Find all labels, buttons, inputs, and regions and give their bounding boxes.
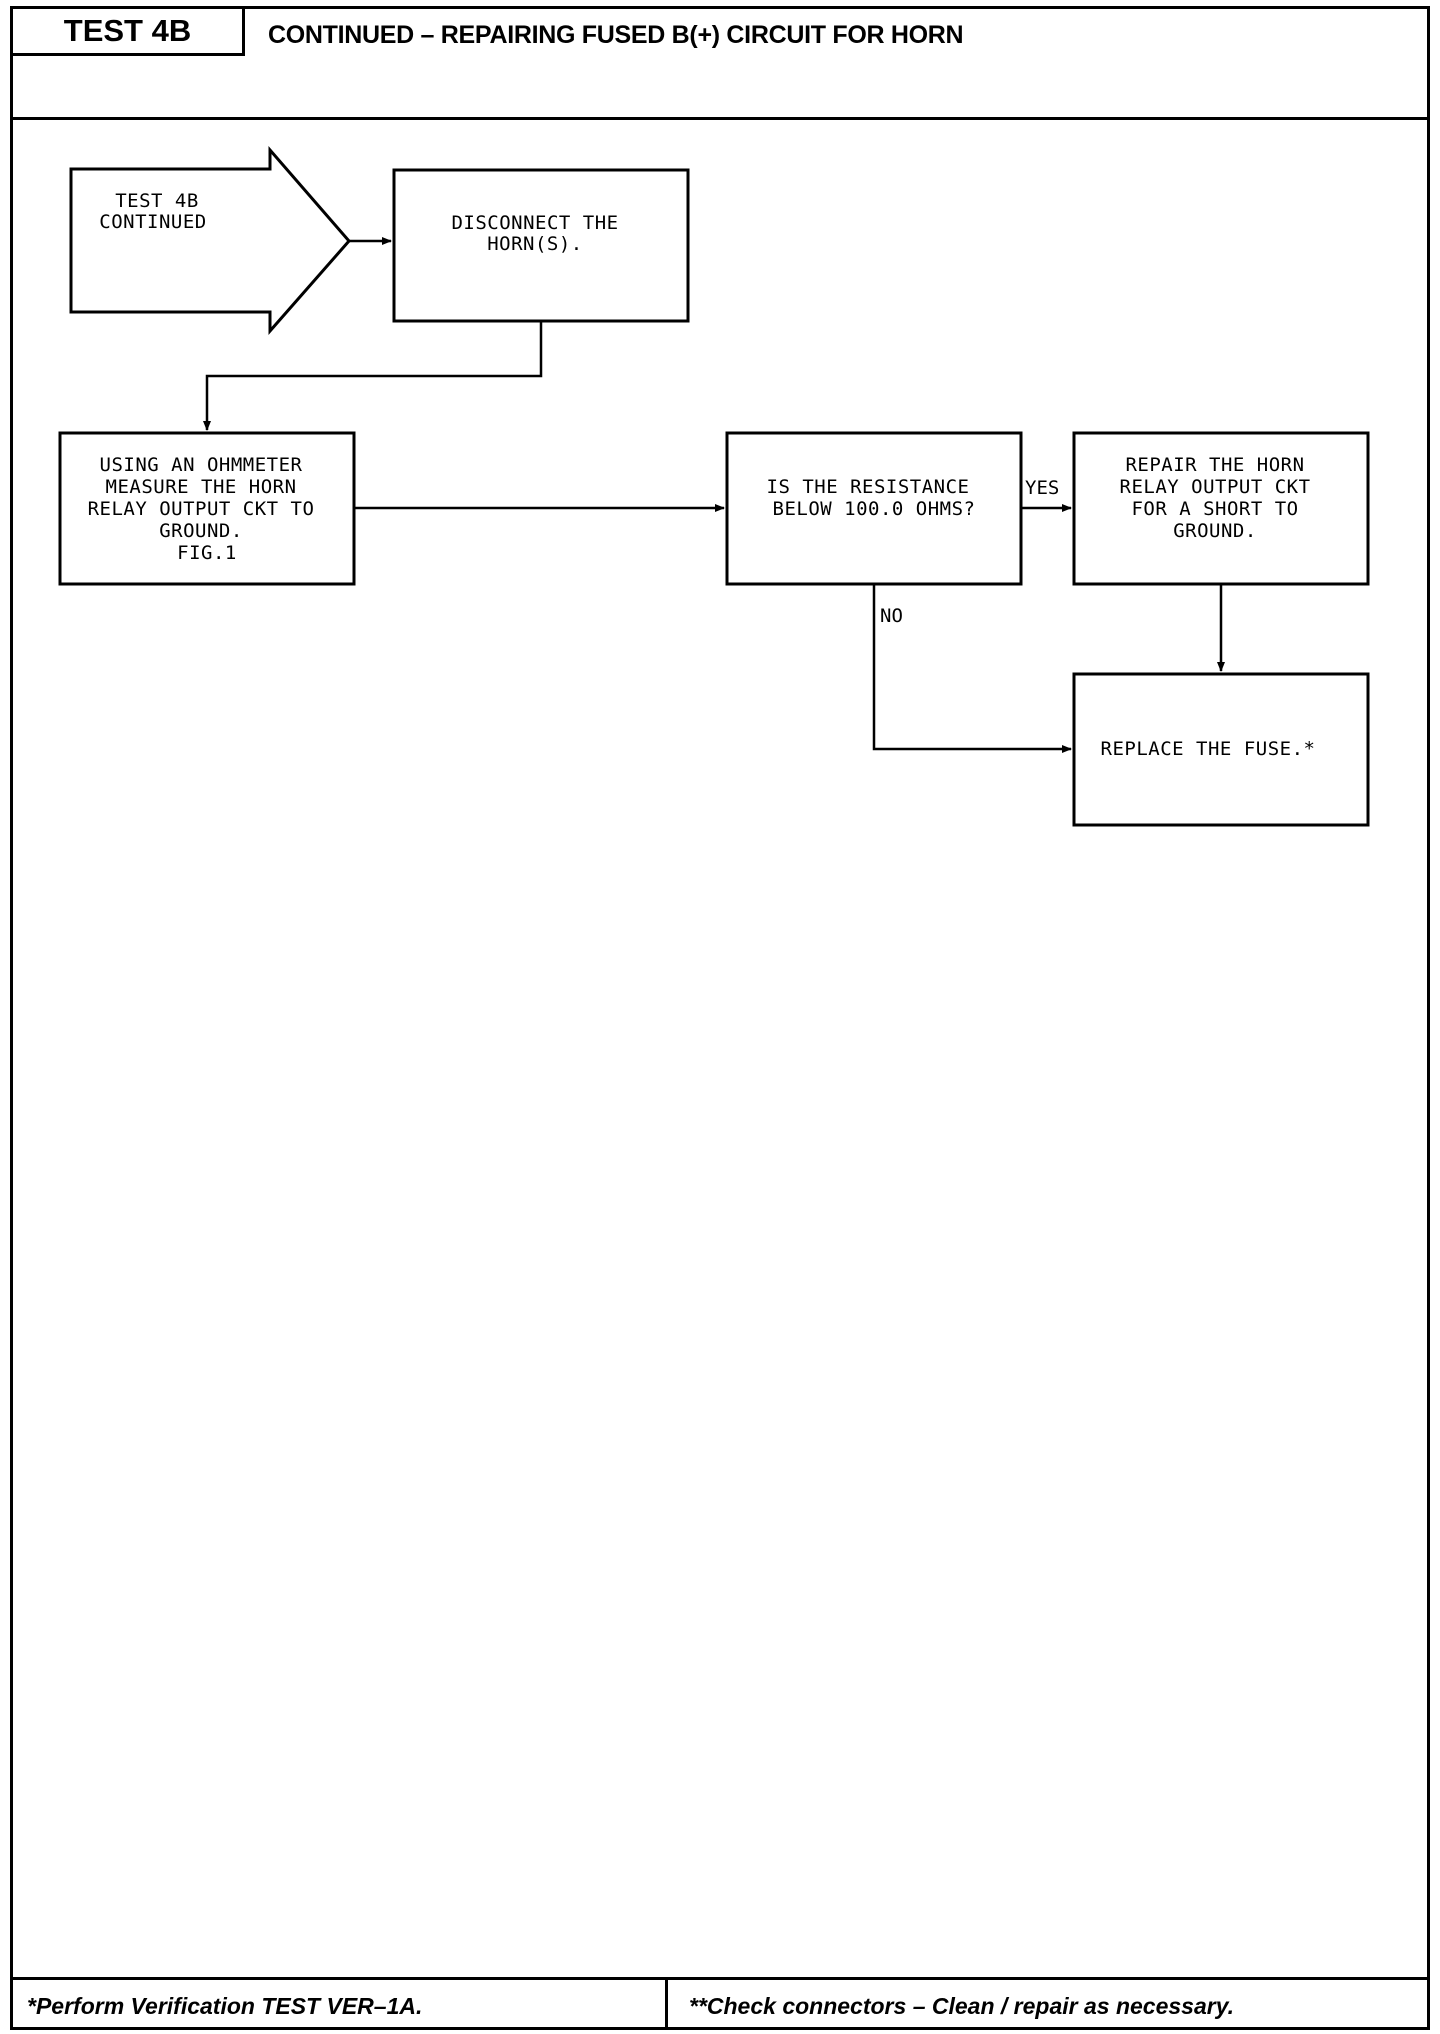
decision-line-2: BELOW 100.0 OHMS? bbox=[773, 498, 976, 520]
measure-line-4: GROUND. bbox=[159, 520, 243, 542]
verification-footnote: *Perform Verification TEST VER–1A. bbox=[27, 1993, 423, 2019]
svg-text:TEST 4B CONTINUED: TEST 4B CONTINUED bbox=[99, 190, 210, 233]
decision-line-1: IS THE RESISTANCE bbox=[767, 476, 970, 498]
repair-line-4: GROUND. bbox=[1173, 520, 1257, 542]
arrow-disconnect-to-measure bbox=[203, 321, 543, 431]
yes-label: YES bbox=[1025, 477, 1059, 499]
replace-fuse-text: REPLACE THE FUSE.* bbox=[1101, 738, 1316, 760]
footer-divider bbox=[665, 1980, 668, 2027]
header-divider bbox=[13, 117, 1427, 120]
resistance-decision-box: IS THE RESISTANCE BELOW 100.0 OHMS? bbox=[725, 431, 1023, 586]
svg-text:USING AN OHMMETER MEAS: USING AN OHMMETER MEASURE THE HORN RELAY… bbox=[88, 454, 327, 564]
measure-line-5: FIG.1 bbox=[177, 542, 237, 564]
measure-line-2: MEASURE THE HORN bbox=[106, 476, 297, 498]
flowchart: TEST 4B CONTINUED DISCONNECT THE HORN(S)… bbox=[58, 145, 1370, 827]
start-arrow: TEST 4B CONTINUED bbox=[69, 145, 351, 335]
arrow-no-to-replace bbox=[872, 584, 1072, 753]
no-label: NO bbox=[880, 605, 903, 627]
connectors-footnote: **Check connectors – Clean / repair as n… bbox=[689, 1993, 1235, 2019]
start-arrow-line-2: CONTINUED bbox=[99, 211, 206, 233]
repair-short-box: REPAIR THE HORN RELAY OUTPUT CKT FOR A S… bbox=[1072, 431, 1370, 586]
page-title: CONTINUED – REPAIRING FUSED B(+) CIRCUIT… bbox=[268, 21, 964, 49]
repair-line-2: RELAY OUTPUT CKT bbox=[1120, 476, 1311, 498]
disconnect-horn-box: DISCONNECT THE HORN(S). bbox=[392, 168, 690, 323]
measure-line-1: USING AN OHMMETER bbox=[100, 454, 303, 476]
svg-text:DISCONNECT THE HORN(S): DISCONNECT THE HORN(S). bbox=[451, 212, 630, 255]
svg-text:IS THE RESISTANCE BELO: IS THE RESISTANCE BELOW 100.0 OHMS? bbox=[767, 476, 982, 520]
measure-resistance-box: USING AN OHMMETER MEASURE THE HORN RELAY… bbox=[58, 431, 356, 586]
replace-fuse-box: REPLACE THE FUSE.* bbox=[1072, 672, 1370, 827]
footer: *Perform Verification TEST VER–1A. **Che… bbox=[13, 1977, 1427, 2027]
start-arrow-line-1: TEST 4B bbox=[115, 190, 199, 212]
svg-text:REPAIR THE HORN RELAY: REPAIR THE HORN RELAY OUTPUT CKT FOR A S… bbox=[1120, 454, 1323, 542]
disconnect-line-2: HORN(S). bbox=[487, 233, 583, 255]
repair-line-3: FOR A SHORT TO bbox=[1131, 498, 1298, 520]
repair-line-1: REPAIR THE HORN bbox=[1125, 454, 1304, 476]
measure-line-3: RELAY OUTPUT CKT TO bbox=[88, 498, 315, 520]
diagnostic-page: TEST 4B CONTINUED – REPAIRING FUSED B(+)… bbox=[10, 6, 1430, 2030]
connector-lines bbox=[203, 237, 1225, 753]
test-id-label: TEST 4B bbox=[13, 9, 245, 56]
disconnect-line-1: DISCONNECT THE bbox=[451, 212, 618, 234]
